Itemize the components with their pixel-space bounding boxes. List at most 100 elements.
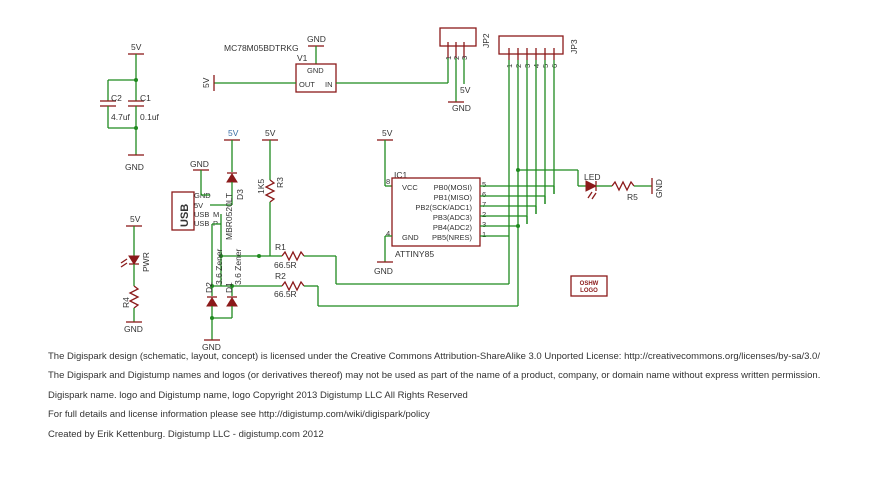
ic-pb4: PB4(ADC2)	[433, 223, 473, 232]
license-note-1: The Digispark design (schematic, layout,…	[48, 351, 820, 362]
r1-resistor	[281, 250, 305, 262]
r3-value: 1K5	[256, 179, 266, 194]
ic-pb1: PB1(MISO)	[434, 193, 473, 202]
d1-zener	[226, 297, 238, 307]
ic-pb3: PB3(ADC3)	[433, 213, 473, 222]
r4-resistor	[128, 285, 140, 309]
license-notes: The Digispark design (schematic, layout,…	[48, 351, 878, 448]
usb-m-sub: USB	[194, 210, 209, 219]
oshw-line1: OSHW	[580, 281, 599, 287]
ic-gnd: GND	[402, 233, 419, 242]
pwr-label: PWR	[141, 252, 151, 272]
schematic-diagram: 5V GND C2 4.7uf C1 0.1uf GND MC78M05BDTR…	[100, 27, 664, 350]
regulator-gnd-pin: GND	[307, 66, 324, 75]
ic-pin2: 2	[482, 210, 486, 219]
r2-name: R2	[275, 271, 286, 281]
usb-m-pin: M	[213, 210, 219, 219]
license-note-5: Created by Erik Kettenburg. Digistump LL…	[48, 428, 324, 440]
jp2-header: JP2 1 2 3 5V GND	[439, 27, 491, 113]
r3-resistor	[264, 179, 276, 203]
usb-gnd-label: GND	[190, 159, 209, 169]
regulator-section: GND MC78M05BDTRKG V1 GND OUT IN 5V	[201, 34, 449, 93]
jp2-body	[439, 27, 477, 47]
jp2-pin1: 1	[444, 56, 453, 60]
ic-vcc: VCC	[402, 183, 418, 192]
ic-pb0: PB0(MOSI)	[434, 183, 473, 192]
r5-resistor	[611, 180, 635, 192]
jp2-pin2: 2	[452, 56, 461, 60]
r2-resistor	[281, 280, 305, 292]
d2-value: 3.6 Zener	[214, 248, 224, 285]
d3-r3-section: 5V D3 MBR0520LT 5V 1K5 R3	[224, 128, 285, 256]
d1-value: 3.6 Zener	[233, 248, 243, 285]
jp2-pin3: 3	[460, 56, 469, 60]
led-label: LED	[584, 172, 601, 182]
power-led-section: 5V PWR R4 GND	[120, 214, 151, 334]
pwr-5v-label: 5V	[130, 214, 141, 224]
license-note-4: For full details and license information…	[48, 409, 430, 421]
capacitor-section: 5V GND C2 4.7uf C1 0.1uf	[100, 42, 160, 172]
oshw-logo: OSHW LOGO	[570, 275, 608, 297]
reg-5v-label: 5V	[201, 77, 211, 88]
pwr-led	[128, 255, 140, 265]
ic-5v-label: 5V	[382, 128, 393, 138]
usb-label: USB	[179, 204, 191, 227]
r1-value: 66.5R	[274, 260, 297, 270]
r3-name: R3	[275, 177, 285, 188]
c1-value: 0.1uf	[140, 112, 160, 122]
d3-diode	[226, 173, 238, 183]
d3-5v-label: 5V	[228, 128, 239, 138]
r1-name: R1	[275, 242, 286, 252]
c2-name: C2	[111, 93, 122, 103]
d3-name: D3	[235, 189, 245, 200]
reg-gnd-top-label: GND	[307, 34, 326, 44]
jp2-label: JP2	[481, 33, 491, 48]
oshw-line2: LOGO	[580, 288, 598, 294]
oshw-logo-box	[570, 275, 608, 297]
license-note-2: The Digispark and Digistump names and lo…	[48, 370, 821, 382]
jp3-header: JP3 1 2 3 4 5 6	[498, 35, 579, 306]
usb-p-sub: USB	[194, 219, 209, 228]
ic-pb5: PB5(NRES)	[432, 233, 473, 242]
usb-connector-body	[171, 191, 195, 231]
ic-pin7: 7	[482, 200, 486, 209]
attiny85-ic: 5V IC1 8 4 VCC GND PB0(MOSI) PB1(MISO) P…	[374, 128, 555, 276]
ic-pin8: 8	[386, 177, 390, 186]
jp2-5v-label: 5V	[460, 85, 471, 95]
ic-pin4: 4	[386, 229, 390, 238]
regulator-name: V1	[297, 53, 308, 63]
data-line-section: R1 66.5R R2 66.5R D2 3.6 Zener D1 3.6 Ze…	[204, 234, 518, 341]
c1-name: C1	[140, 93, 151, 103]
c-5v-label: 5V	[131, 42, 142, 52]
ic-pin3: 3	[482, 220, 486, 229]
led-section: LED GND R5	[518, 169, 664, 202]
jp3-body	[498, 35, 564, 55]
r3-5v-label: 5V	[265, 128, 276, 138]
regulator-body	[295, 63, 337, 93]
ic-gnd-label: GND	[374, 266, 393, 276]
usb-section: USB GND 5V USB M USB P GND	[171, 159, 234, 288]
led-diode	[585, 180, 598, 192]
ic-part: ATTINY85	[395, 249, 434, 259]
r2-value: 66.5R	[274, 289, 297, 299]
ic-body	[391, 177, 481, 247]
regulator-part: MC78M05BDTRKG	[224, 43, 299, 53]
ic-pin1: 1	[482, 230, 486, 239]
led-gnd-label: GND	[654, 179, 664, 198]
r4-name: R4	[121, 297, 131, 308]
r5-name: R5	[627, 192, 638, 202]
regulator-out-pin: OUT	[299, 80, 315, 89]
d3-part: MBR0520LT	[224, 193, 234, 240]
ic-pin5: 5	[482, 180, 486, 189]
regulator-in-pin: IN	[325, 80, 333, 89]
d1-name: D1	[224, 282, 234, 293]
license-note-3: Digispark name. logo and Digistump name,…	[48, 389, 468, 401]
jp2-gnd-label: GND	[452, 103, 471, 113]
d2-name: D2	[204, 282, 214, 293]
zener-gnd-label: GND	[202, 342, 221, 350]
usb-5v-pin: 5V	[194, 201, 203, 210]
c-gnd-label: GND	[125, 162, 144, 172]
d2-zener	[206, 297, 218, 307]
ic-pin6: 6	[482, 190, 486, 199]
jp3-label: JP3	[569, 39, 579, 54]
